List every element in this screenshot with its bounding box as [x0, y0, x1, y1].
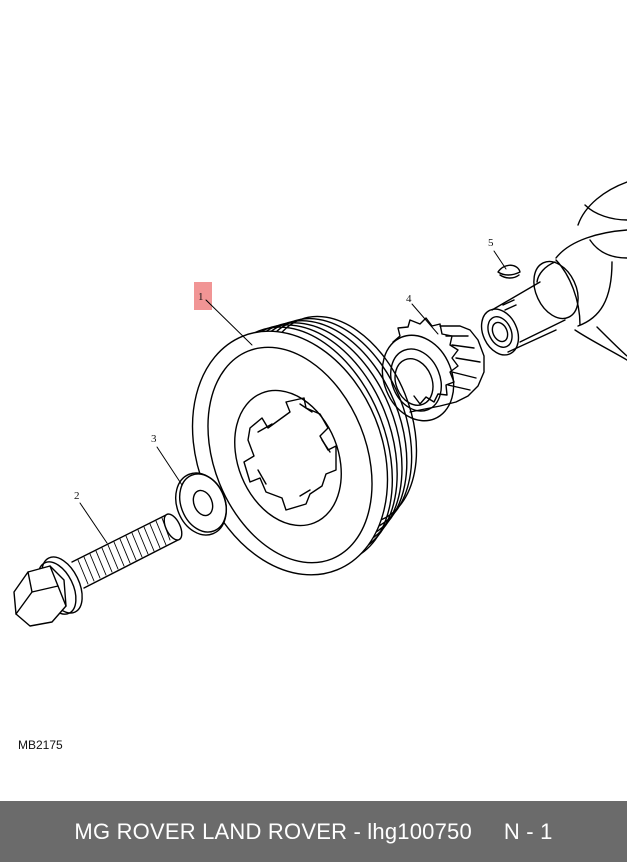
- callout-1: 1: [198, 291, 204, 303]
- part-number-text: MG ROVER LAND ROVER - lhg100750: [74, 818, 472, 844]
- washer: [175, 472, 227, 536]
- crankshaft-pulley: [191, 315, 418, 576]
- exploded-parts-diagram: [13, 181, 627, 627]
- callout-1-highlight: [194, 282, 212, 310]
- leader-lines: [79, 250, 507, 544]
- woodruff-key: [497, 264, 521, 279]
- timing-sprocket: [381, 317, 485, 422]
- callout-3: 3: [151, 433, 157, 445]
- diagram-code: MB2175: [18, 738, 63, 752]
- footer-bar: MG ROVER LAND ROVER - lhg100750 N - 1: [0, 801, 627, 862]
- crankshaft: [480, 181, 627, 361]
- reference-text: N - 1: [503, 818, 553, 844]
- callout-5: 5: [488, 237, 494, 249]
- flange-bolt: [13, 513, 183, 627]
- callout-4: 4: [406, 293, 412, 305]
- callout-2: 2: [74, 490, 80, 502]
